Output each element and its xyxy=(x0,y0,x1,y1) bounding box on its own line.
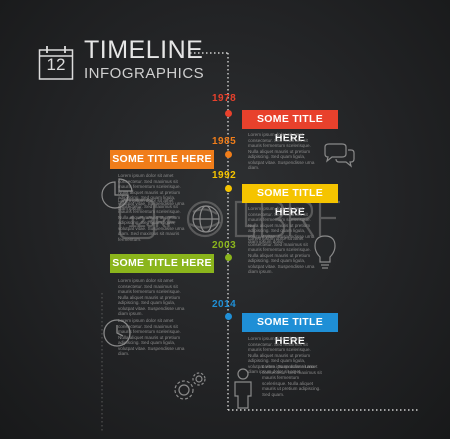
tag-shape-1992 xyxy=(232,178,338,203)
calendar-icon: 12 xyxy=(38,45,74,81)
clock-icon xyxy=(103,319,131,347)
event-text-1992-extra: Lorem ipsum dolor sit amet consectetur. … xyxy=(248,236,315,274)
tag-shape-2003 xyxy=(110,248,225,273)
year-label: 1985 xyxy=(212,136,237,147)
year-label: 2014 xyxy=(212,299,237,310)
event-text-2003-extra: Lorem ipsum dolor sit amet consectetur. … xyxy=(118,318,185,356)
event-text-1992: Lorem ipsum dolor sit amet consectetur. … xyxy=(248,206,315,244)
event-title-1978: SOME TITLE HERE xyxy=(257,113,323,144)
event-title-2003: SOME TITLE HERE xyxy=(112,257,212,269)
event-text-2014-extra: Lorem ipsum dolor sit amet consectetur. … xyxy=(262,364,322,397)
gears-icon xyxy=(174,372,206,400)
tag-shape-1978 xyxy=(232,104,338,129)
page-subtitle: INFOGRAPHICS xyxy=(84,65,205,82)
event-title-2014: SOME TITLE HERE xyxy=(257,316,323,347)
event-text-1985: Lorem ipsum dolor sit amet consectetur. … xyxy=(118,173,185,211)
tag-shape-2014 xyxy=(232,307,338,332)
calendar-number: 12 xyxy=(46,55,66,74)
timeline-dot-1978 xyxy=(225,110,232,117)
timeline-dot-2003 xyxy=(225,254,232,261)
speech-bubbles-icon xyxy=(324,143,355,168)
event-text-2014: Lorem ipsum dolor sit amet consectetur. … xyxy=(248,336,315,374)
watermark-text: 123RF xyxy=(128,214,176,231)
event-text-1985-extra: Lorem ipsum dolor sit amet consectetur. … xyxy=(118,198,185,242)
year-label: 1992 xyxy=(212,170,237,181)
event-title-1992: SOME TITLE HERE xyxy=(257,187,323,218)
year-label: 1978 xyxy=(212,93,237,104)
event-text-2003: Lorem ipsum dolor sit amet consectetur. … xyxy=(118,278,185,316)
timeline-dot-2014 xyxy=(225,313,232,320)
person-icon xyxy=(234,368,252,409)
timeline-dot-1985 xyxy=(225,151,232,158)
pie-chart-icon xyxy=(101,178,133,209)
event-title-1985: SOME TITLE HERE xyxy=(112,153,212,165)
globe-icon xyxy=(192,205,220,233)
page-title: TIMELINE xyxy=(84,36,204,64)
lightbulb-icon xyxy=(314,235,336,269)
tag-shape-1985 xyxy=(110,144,225,169)
year-label: 2003 xyxy=(212,240,237,251)
event-text-1978: Lorem ipsum dolor sit amet consectetur. … xyxy=(248,132,315,170)
timeline-dot-1992 xyxy=(225,185,232,192)
